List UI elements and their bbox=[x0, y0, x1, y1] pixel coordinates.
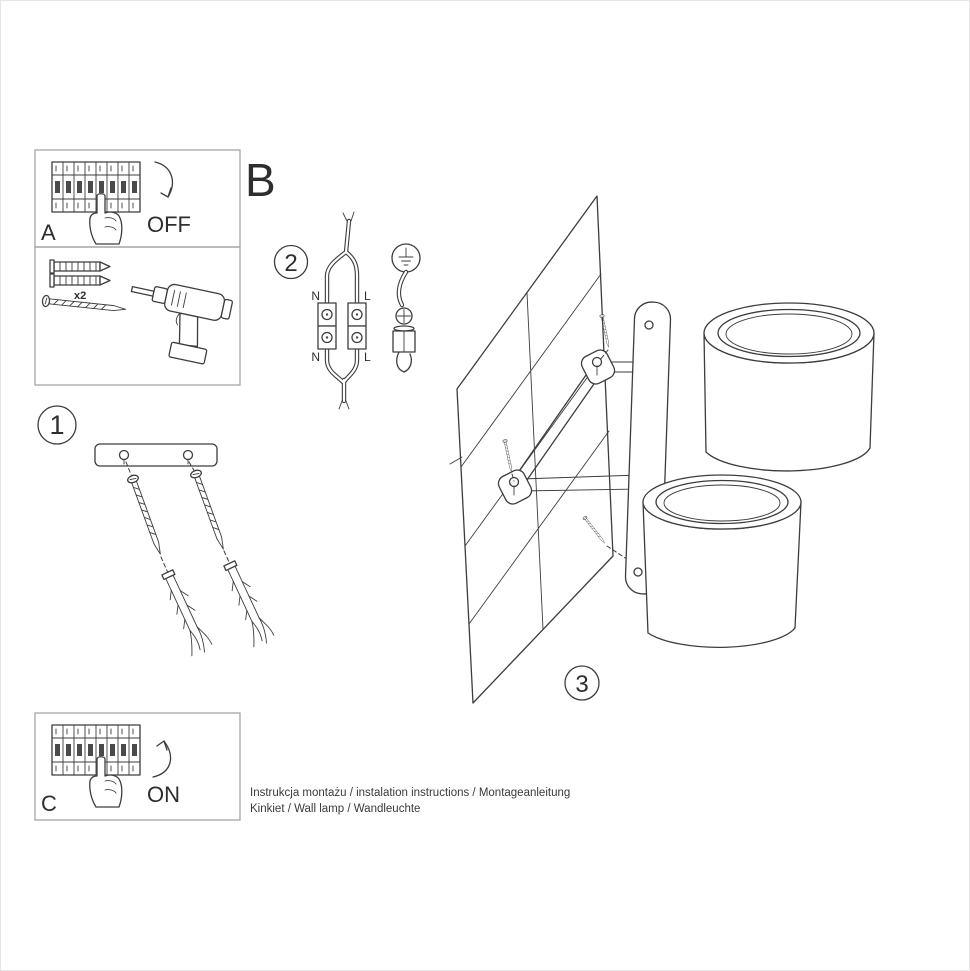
neutral-label-top: N bbox=[311, 289, 320, 303]
section-power-on: ON C bbox=[34, 712, 241, 821]
step-2-badge bbox=[273, 244, 309, 280]
off-label: OFF bbox=[147, 212, 191, 237]
neutral-label-bottom: N bbox=[311, 350, 320, 364]
panel-grid-lines bbox=[460, 273, 610, 630]
mounting-bracket-bar bbox=[509, 364, 604, 491]
mounting-strip bbox=[94, 443, 218, 467]
step-3-badge: 3 bbox=[564, 665, 600, 701]
wall-plug-icon bbox=[49, 259, 111, 274]
section-tools: x2 bbox=[34, 246, 241, 386]
screw-icon bbox=[188, 468, 230, 552]
step-2-wiring: 2 N L N bbox=[273, 211, 421, 410]
section-c-label: C bbox=[41, 791, 57, 816]
live-label-top: L bbox=[364, 289, 371, 303]
ground-symbol-icon bbox=[391, 243, 421, 273]
step-1-number: 1 bbox=[49, 410, 64, 440]
step-1-badge bbox=[37, 405, 77, 445]
ground-terminal bbox=[392, 269, 416, 373]
footer-product-line: Kinkiet / Wall lamp / Wandleuchte bbox=[250, 803, 420, 815]
wall-anchor-icon bbox=[216, 558, 277, 650]
arrow-down-icon bbox=[154, 161, 173, 198]
on-label: ON bbox=[147, 782, 180, 807]
lamp-shade-top bbox=[703, 302, 875, 472]
bracket-arms bbox=[520, 361, 641, 492]
tools-frame bbox=[34, 246, 241, 386]
circuit-breaker-icon bbox=[51, 161, 141, 213]
wall-plug-icon bbox=[49, 273, 111, 288]
arrow-up-icon bbox=[152, 740, 172, 778]
backplate-hole bbox=[644, 320, 654, 330]
supply-cable bbox=[324, 211, 360, 410]
plug-count-label: x2 bbox=[74, 290, 86, 302]
step-3-assembly: 3 bbox=[449, 195, 875, 704]
drill-icon bbox=[130, 283, 233, 365]
wall-anchor-icon bbox=[154, 567, 215, 659]
section-power-off: OFF A bbox=[34, 149, 241, 248]
section-b-label: B bbox=[245, 154, 276, 206]
step-3-number: 3 bbox=[575, 671, 588, 698]
backplate-hole bbox=[633, 567, 643, 577]
circuit-breaker-icon bbox=[51, 724, 141, 776]
alignment-dashes bbox=[125, 461, 231, 574]
footer-instructions-line: Instrukcja montażu / instalation instruc… bbox=[250, 787, 570, 799]
live-label-bottom: L bbox=[364, 350, 371, 364]
section-a-label: A bbox=[41, 220, 56, 245]
step-1: 1 bbox=[37, 405, 277, 659]
terminal-block bbox=[317, 302, 367, 350]
step-2-number: 2 bbox=[284, 250, 297, 277]
screw-icon bbox=[125, 473, 167, 557]
lamp-shade-bottom bbox=[642, 474, 802, 648]
section-c-frame bbox=[34, 712, 241, 821]
